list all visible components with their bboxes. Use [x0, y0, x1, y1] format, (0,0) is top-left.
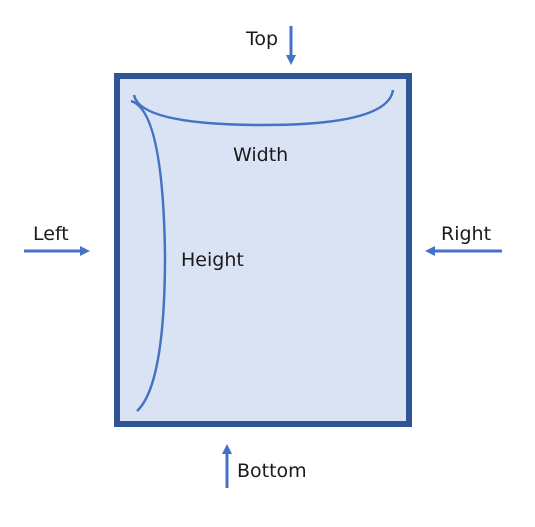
label-width: Width: [233, 144, 289, 166]
label-height: Height: [181, 249, 244, 271]
page-frame: [114, 73, 412, 427]
width-curve: [132, 89, 395, 127]
label-bottom: Bottom: [237, 460, 307, 482]
label-right: Right: [441, 223, 492, 245]
label-top: Top: [246, 28, 279, 50]
label-left: Left: [33, 223, 69, 245]
height-curve: [130, 99, 167, 412]
